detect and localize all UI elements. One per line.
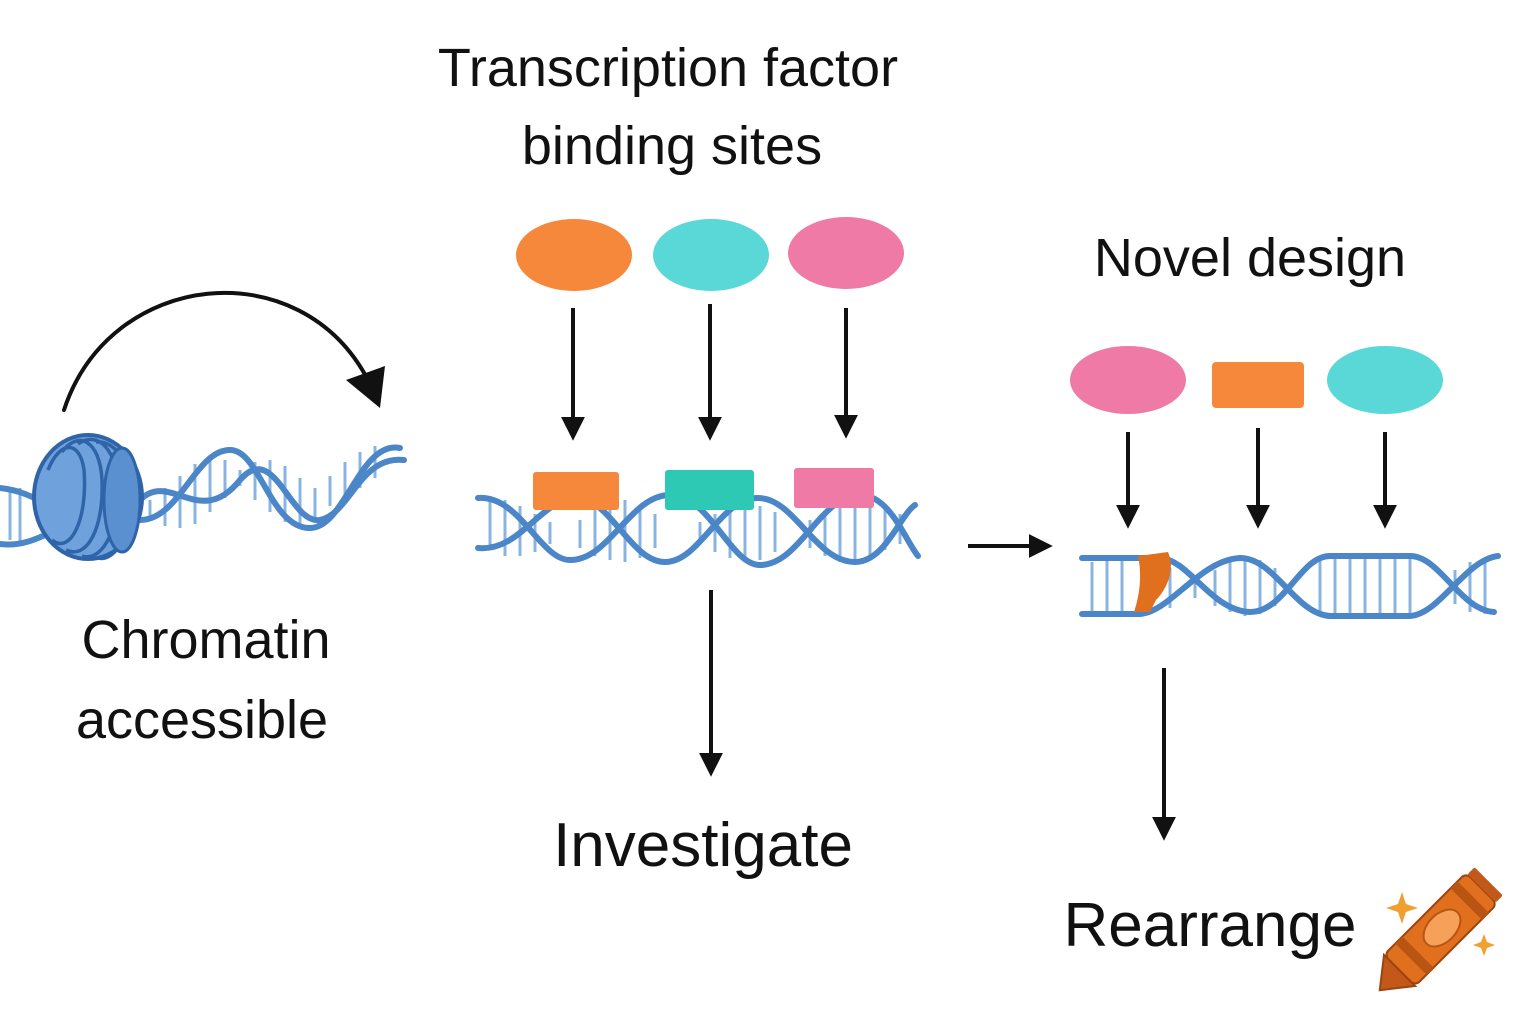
investigate-label: Investigate [553, 811, 853, 880]
tf-pink-oval [788, 217, 904, 289]
novel-cyan-oval [1327, 346, 1443, 414]
tf-title-line2: binding sites [522, 116, 822, 176]
novel-dna-helix-icon [1079, 553, 1501, 619]
novel-orange-block [1212, 362, 1304, 408]
chromatin-label-line1: Chromatin [81, 610, 330, 670]
chromatin-dna-helix-icon [0, 444, 407, 548]
binding-site-teal [665, 470, 754, 510]
tf-cyan-oval [653, 219, 769, 291]
nucleosome-icon [32, 433, 144, 561]
tf-title-line1: Transcription factor [438, 38, 898, 98]
crayon-icon [1378, 868, 1502, 992]
rearrange-label: Rearrange [1064, 891, 1357, 960]
chromatin-label-line2: accessible [76, 690, 328, 750]
chromatin-curved-arrow [62, 291, 385, 412]
tf-orange-oval [516, 219, 632, 291]
binding-site-orange [533, 472, 619, 510]
inserted-orange-fragment [1134, 552, 1171, 612]
sparkle-icon [1386, 892, 1495, 956]
novel-pink-oval [1070, 346, 1186, 414]
middle-dna-helix-icon [475, 492, 921, 568]
novel-design-label: Novel design [1094, 228, 1406, 288]
binding-site-pink [794, 468, 874, 508]
